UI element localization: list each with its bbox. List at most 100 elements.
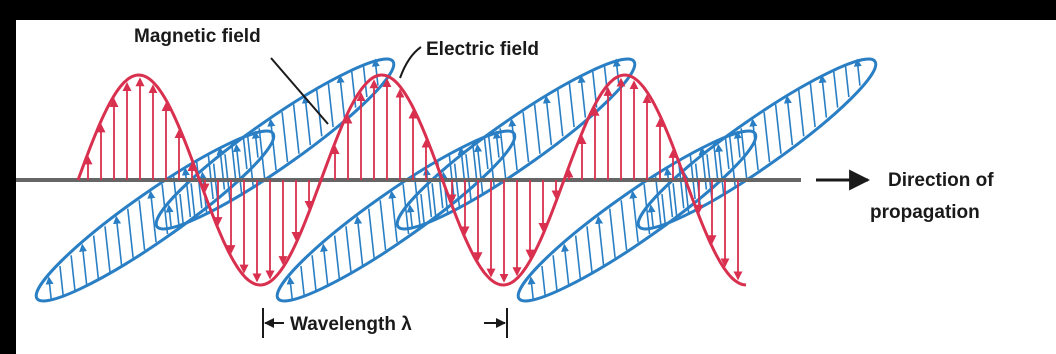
magnetic-vector <box>541 265 547 297</box>
magnetic-vector <box>333 235 341 280</box>
magnetic-vector <box>367 208 375 258</box>
magnetic-vector <box>267 118 277 171</box>
magnetic-vector <box>749 118 759 171</box>
magnetic-vector <box>797 89 805 137</box>
magnetic-vector <box>586 226 593 273</box>
magnetic-lobe <box>154 57 396 231</box>
magnetic-vector <box>300 265 306 297</box>
magnetic-vector <box>45 276 54 301</box>
magnetic-vector <box>552 255 558 292</box>
magnetic-vector <box>251 130 260 158</box>
magnetic-vector <box>715 143 725 194</box>
magnetic-vector <box>230 142 237 180</box>
magnetic-vector <box>654 176 662 226</box>
magnetic-lobe-outline <box>395 57 637 231</box>
magnetic-vector <box>763 112 771 163</box>
magnetic-vector <box>104 226 111 273</box>
magnetic-vector <box>190 183 196 220</box>
magnetic-vector <box>740 128 748 179</box>
magnetic-lobe <box>275 129 517 303</box>
magnetic-vector <box>809 82 816 128</box>
magnetic-vector <box>246 136 254 186</box>
magnetic-vector <box>832 70 839 108</box>
magnetic-vector <box>471 142 478 180</box>
magnetic-vector <box>388 190 398 243</box>
magnetic-vector <box>172 176 180 226</box>
magnetic-vector <box>242 136 248 170</box>
magnetic-vector <box>92 235 100 280</box>
magnetic-vector <box>724 136 730 170</box>
magnetic-vector <box>70 255 76 292</box>
magnetic-lobe <box>516 129 758 303</box>
magnetic-vector <box>147 190 157 243</box>
magnetic-vector <box>59 265 65 297</box>
magnetic-lobe-outline <box>154 57 396 231</box>
electric-field-pointer <box>399 46 422 79</box>
magnetic-vector <box>474 143 484 194</box>
magnetic-vector <box>647 204 656 229</box>
magnetic-vector <box>608 208 616 258</box>
magnetic-vector <box>568 82 575 128</box>
magnetic-vector <box>533 104 541 154</box>
magnetic-vector <box>677 161 685 209</box>
magnetic-vector <box>233 143 243 194</box>
magnetic-vector <box>320 243 329 286</box>
magnetic-vector <box>301 95 312 146</box>
magnetic-vector <box>181 167 192 218</box>
magnetic-vector <box>527 276 536 301</box>
magnetic-vector <box>712 142 719 180</box>
magnetic-vector <box>431 183 437 220</box>
magnetic-vector <box>483 136 489 170</box>
electric-field-label: Electric field <box>426 39 539 60</box>
magnetic-vector <box>406 204 415 229</box>
direction-label-line2: propagation <box>870 202 980 223</box>
magnetic-field-wave <box>34 57 878 303</box>
magnetic-vector <box>79 243 88 286</box>
magnetic-vector <box>422 167 433 218</box>
magnetic-vector <box>492 130 501 158</box>
magnetic-vector <box>595 215 605 266</box>
magnetic-vector <box>661 193 667 225</box>
wavelength-label: Wavelength λ <box>290 314 412 335</box>
magnetic-vector <box>728 136 736 186</box>
magnetic-vector <box>508 118 518 171</box>
wavelength-bracket <box>262 308 508 338</box>
magnetic-vector <box>195 161 203 209</box>
magnetic-vector <box>292 104 300 154</box>
magnetic-vector <box>522 112 530 163</box>
magnetic-vector <box>286 276 295 301</box>
magnetic-vector <box>499 128 507 179</box>
magnetic-vector <box>138 200 146 251</box>
magnetic-vector <box>577 74 587 118</box>
magnetic-vector <box>663 167 674 218</box>
magnetic-vector <box>844 64 850 98</box>
electric-field-wave <box>76 73 747 287</box>
em-wave-diagram: Magnetic field Electric field Direction … <box>16 26 994 338</box>
magnetic-vector <box>574 235 582 280</box>
magnetic-vector <box>311 255 317 292</box>
magnetic-lobe-outline <box>636 57 878 231</box>
magnetic-vector <box>179 193 185 225</box>
magnetic-vector <box>336 74 346 118</box>
magnetic-lobe <box>34 129 276 303</box>
magnetic-vector <box>774 104 782 154</box>
magnetic-lobe <box>636 57 878 231</box>
magnetic-vector <box>733 130 742 158</box>
magnetic-vector <box>853 58 862 86</box>
magnetic-lobe <box>395 57 637 231</box>
magnetic-vector <box>345 226 352 273</box>
magnetic-vector <box>556 89 564 137</box>
magnetic-vector <box>465 154 472 201</box>
magnetic-vector <box>420 193 426 225</box>
magnetic-vector <box>413 176 421 226</box>
magnetic-vector <box>354 215 364 266</box>
magnetic-vector <box>620 200 628 251</box>
magnetic-vector <box>487 136 495 186</box>
magnetic-vector <box>818 74 828 118</box>
magnetic-vector <box>379 200 387 251</box>
magnetic-vector <box>126 208 134 258</box>
magnetic-vector <box>258 128 266 179</box>
magnetic-vector <box>362 64 368 98</box>
magnetic-vector <box>113 215 123 266</box>
magnetic-vector <box>224 154 231 201</box>
